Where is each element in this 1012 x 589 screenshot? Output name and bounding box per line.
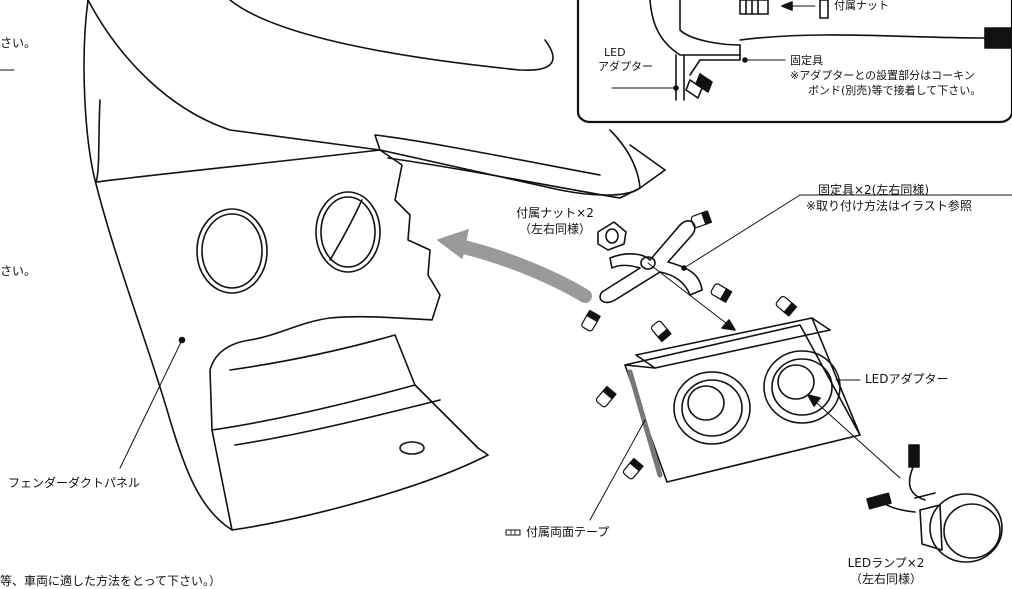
led-adapter-label: LEDアダプター [865, 372, 949, 386]
cut-text-top: さい。 [0, 36, 37, 50]
inset-note-line-2: ボンド(別売)等で接着して下さい。 [808, 84, 982, 97]
tape-label: 付属両面テープ [526, 525, 610, 539]
inset-nut-label: 付属ナット [834, 0, 889, 12]
inset-detail-box [576, 0, 1012, 124]
inset-fixture-label: 固定具 [790, 54, 823, 67]
led-lamp-sublabel: （左右同様） [849, 572, 922, 586]
mounting-arrow [437, 229, 592, 303]
inset-led-label-2: アダプター [598, 60, 653, 73]
fixture-label: 固定具×2(左右同様) [818, 183, 930, 197]
led-lamp-label: LEDランプ×2 [847, 556, 925, 570]
vehicle-fender-drawing [83, 0, 666, 531]
fixture-bracket [599, 194, 1012, 331]
led-lamp [866, 444, 1003, 563]
fender-panel-label: フェンダーダクトパネル [8, 476, 141, 490]
nut-label: 付属ナット×2 [516, 206, 594, 220]
fixture-note: ※取り付け方法はイラスト参照 [806, 199, 972, 213]
nut-sublabel: （左右同様） [518, 222, 591, 236]
cut-text-bottom: 等、車両に適した方法をとって下さい。） [0, 574, 222, 588]
led-adapter-plate [589, 317, 901, 521]
cut-text-mid: さい。 [0, 264, 37, 278]
adhesive-drops [581, 210, 798, 480]
inset-led-label-1: LED [604, 46, 626, 59]
inset-note-line-1: ※アダプターとの設置部分はコーキン [790, 69, 975, 82]
nut-part [597, 221, 627, 251]
